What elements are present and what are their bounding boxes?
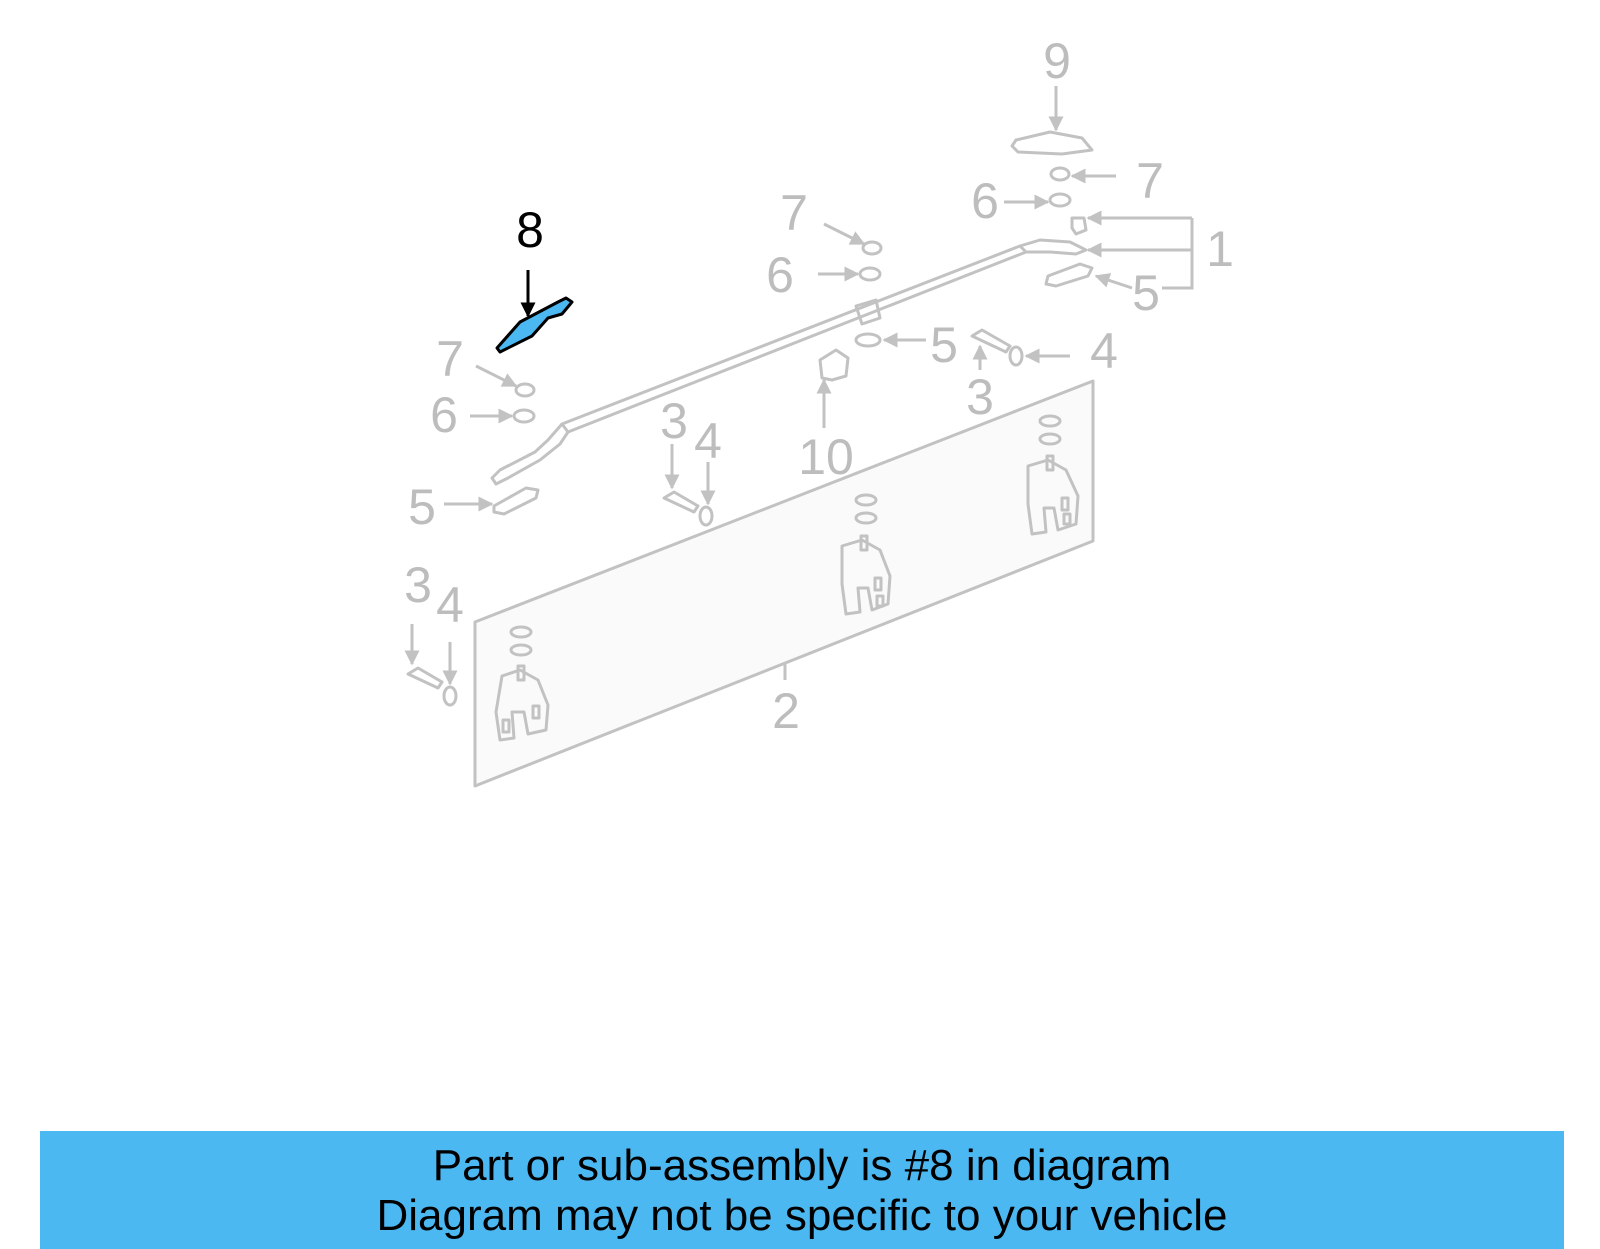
banner-line-2: Diagram may not be specific to your vehi… <box>376 1191 1228 1240</box>
callout-3-left: 3 <box>404 557 432 613</box>
cover-part-9 <box>1010 130 1094 156</box>
callout-7-center: 7 <box>780 185 808 241</box>
callout-6-right: 6 <box>971 173 999 229</box>
bolt-washer-center <box>662 490 714 527</box>
panel-part-2 <box>473 379 1095 788</box>
roof-rail-part-1 <box>490 238 1088 486</box>
callout-4-right: 4 <box>1090 323 1118 379</box>
panel-bracket-right <box>1026 414 1080 536</box>
callout-5-left: 5 <box>408 479 436 535</box>
nut-washer-stack-center <box>858 240 883 282</box>
bolt-washer-left <box>406 666 458 707</box>
callout-4-center: 4 <box>694 413 722 469</box>
banner-line-1: Part or sub-assembly is #8 in diagram <box>432 1141 1172 1190</box>
callout-4-left: 4 <box>436 577 464 633</box>
callout-7-left: 7 <box>436 331 464 387</box>
info-banner: Part or sub-assembly is #8 in diagram Di… <box>40 1131 1564 1249</box>
nut-washer-stack-left <box>512 382 536 424</box>
pad-center <box>854 332 882 348</box>
panel-bracket-left <box>494 625 550 742</box>
callout-5-center: 5 <box>930 317 958 373</box>
callout-3-right: 3 <box>966 369 994 425</box>
callout-5-right: 5 <box>1132 265 1160 321</box>
callout-1: 1 <box>1206 221 1234 277</box>
callout-10: 10 <box>798 429 854 485</box>
callout-7-right: 7 <box>1136 153 1164 209</box>
callout-6-center: 6 <box>766 247 794 303</box>
bolt-washer-upper-right <box>970 328 1024 367</box>
callout-6-left: 6 <box>430 387 458 443</box>
callout-9: 9 <box>1043 33 1071 89</box>
callout-3-center: 3 <box>660 393 688 449</box>
nut-washer-stack-right <box>1048 166 1088 236</box>
callout-2: 2 <box>772 683 800 739</box>
callout-8: 8 <box>516 202 544 258</box>
leader-lines <box>404 86 1194 686</box>
end-cap-part-8 <box>495 296 574 354</box>
panel-bracket-center <box>840 493 892 616</box>
clip-part-10 <box>818 348 850 382</box>
pad-right <box>1044 262 1094 288</box>
pad-left <box>492 486 540 516</box>
